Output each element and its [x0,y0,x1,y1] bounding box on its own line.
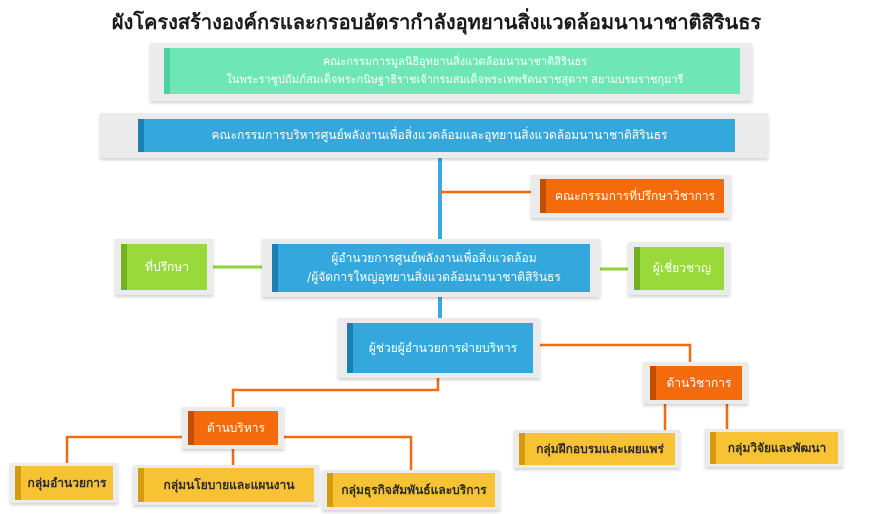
executive-committee-label: คณะกรรมการบริหารศูนย์พลังงานเพื่อสิ่งแวด… [211,128,668,142]
academic-advisory-box: คณะกรรมการที่ปรึกษาวิชาการ [540,179,724,213]
advisor-box: ที่ปรึกษา [121,244,207,290]
assistant-director-box: ผู้ช่วยผู้อำนวยการฝ่ายบริหาร [347,323,533,373]
research-group-label: กลุ่มวิจัยและพัฒนา [727,440,827,455]
admin-division-connector [231,375,440,407]
expert-label: ผู้เชี่ยวชาญ [652,261,712,275]
executive-committee-box: คณะกรรมการบริหารศูนย์พลังงานเพื่อสิ่งแวด… [138,119,735,152]
business-group-box: กลุ่มธุรกิจสัมพันธ์และบริการ [327,473,495,507]
training-group-label: กลุ่มฝึกอบรมและเผยแพร่ [536,441,664,456]
admin-division-box: ด้านบริหาร [188,411,278,445]
page-title: ผังโครงสร้างองค์กรและกรอบอัตรากำลังอุทยา… [111,10,762,34]
director-group-label: กลุ่มอำนวยการ [27,475,107,490]
director-line2: /ผู้จัดการใหญ่อุทยานสิ่งแวดล้อมนานาชาติส… [307,270,561,284]
advisor-label: ที่ปรึกษา [145,259,189,274]
academic-division-box: ด้านวิชาการ [650,366,742,400]
foundation-committee-line1: คณะกรรมการมูลนิธิอุทยานสิ่งแวดล้อมนานาชา… [322,55,588,68]
foundation-committee-box: คณะกรรมการมูลนิธิอุทยานสิ่งแวดล้อมนานาชา… [164,48,740,94]
policy-group-label: กลุ่มนโยบายและแผนงาน [163,477,295,492]
director-box: ผู้อำนวยการศูนย์พลังงานเพื่อสิ่งแวดล้อม … [272,244,590,292]
business-group-label: กลุ่มธุรกิจสัมพันธ์และบริการ [341,482,487,497]
director-line1: ผู้อำนวยการศูนย์พลังงานเพื่อสิ่งแวดล้อม [331,251,537,265]
foundation-committee-line2: ในพระราชูปถัมภ์สมเด็จพระกนิษฐาธิราชเจ้าก… [226,73,684,86]
academic-division-connector [535,343,692,362]
expert-box: ผู้เชี่ยวชาญ [634,247,724,290]
admin-division-label: ด้านบริหาร [207,420,265,435]
research-group-box: กลุ่มวิจัยและพัฒนา [710,432,838,464]
academic-division-label: ด้านวิชาการ [666,375,732,390]
assistant-director-label: ผู้ช่วยผู้อำนวยการฝ่ายบริหาร [368,340,518,355]
director-group-box: กลุ่มอำนวยการ [15,466,113,500]
academic-advisory-label: คณะกรรมการที่ปรึกษาวิชาการ [554,188,716,203]
training-group-box: กลุ่มฝึกอบรมและเผยแพร่ [519,433,675,465]
policy-group-box: กลุ่มนโยบายและแผนงาน [138,468,314,502]
